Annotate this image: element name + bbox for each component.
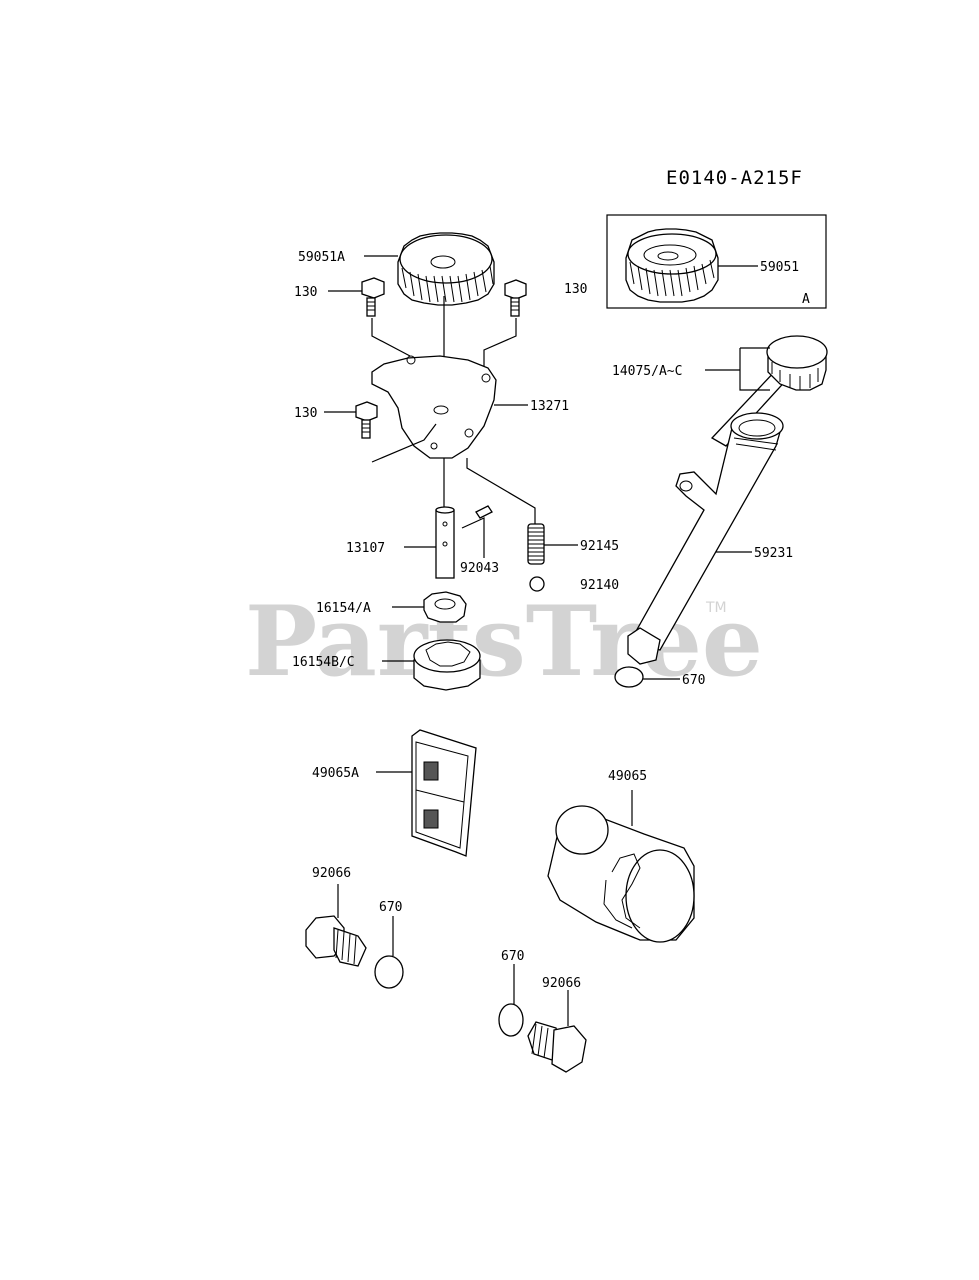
relief-ball[interactable]: [529, 576, 545, 592]
label-59051a: 59051A: [298, 250, 345, 265]
pin[interactable]: [475, 505, 493, 519]
label-670-right: 670: [501, 949, 524, 964]
label-92145: 92145: [580, 539, 619, 554]
oil-filter[interactable]: [547, 805, 695, 943]
inner-rotor[interactable]: [423, 591, 467, 623]
label-13271: 13271: [530, 399, 569, 414]
label-130-top: 130: [294, 285, 317, 300]
label-92066-right: 92066: [542, 976, 581, 991]
label-13107: 13107: [346, 541, 385, 556]
inset-label-130: 130: [564, 282, 587, 297]
label-670-tube: 670: [682, 673, 705, 688]
drain-plug-right[interactable]: [527, 1021, 587, 1073]
label-16154a: 16154/A: [316, 601, 371, 616]
outer-rotor[interactable]: [413, 639, 481, 691]
bolt-top-left[interactable]: [361, 277, 385, 317]
o-ring-tube[interactable]: [614, 666, 644, 688]
inset-gear-59051[interactable]: [625, 228, 719, 303]
label-92066-left: 92066: [312, 866, 351, 881]
label-59231: 59231: [754, 546, 793, 561]
inset-box: 130 59051 A: [564, 214, 827, 309]
label-670-left: 670: [379, 900, 402, 915]
trademark: TM: [705, 600, 727, 616]
drive-gear[interactable]: [397, 232, 495, 306]
label-59051: 59051: [760, 260, 799, 275]
label-49065: 49065: [608, 769, 647, 784]
label-92140: 92140: [580, 578, 619, 593]
o-ring-left[interactable]: [374, 955, 404, 989]
o-ring-right[interactable]: [498, 1003, 524, 1037]
oil-fill-tube[interactable]: [627, 412, 784, 665]
bolt-top-right[interactable]: [504, 279, 527, 317]
pump-cover-plate[interactable]: [371, 355, 497, 459]
label-92043: 92043: [460, 561, 499, 576]
label-49065a: 49065A: [312, 766, 359, 781]
pump-shaft[interactable]: [435, 506, 455, 579]
drain-plug-left[interactable]: [305, 915, 367, 967]
bolt-middle[interactable]: [355, 401, 378, 439]
relief-spring[interactable]: [527, 523, 545, 565]
inset-corner-a: A: [802, 292, 810, 307]
oil-screen[interactable]: [411, 729, 477, 857]
label-130-mid: 130: [294, 406, 317, 421]
label-14075: 14075/A~C: [612, 364, 682, 379]
label-16154bc: 16154B/C: [292, 655, 355, 670]
diagram-code: E0140-A215F: [666, 167, 803, 189]
